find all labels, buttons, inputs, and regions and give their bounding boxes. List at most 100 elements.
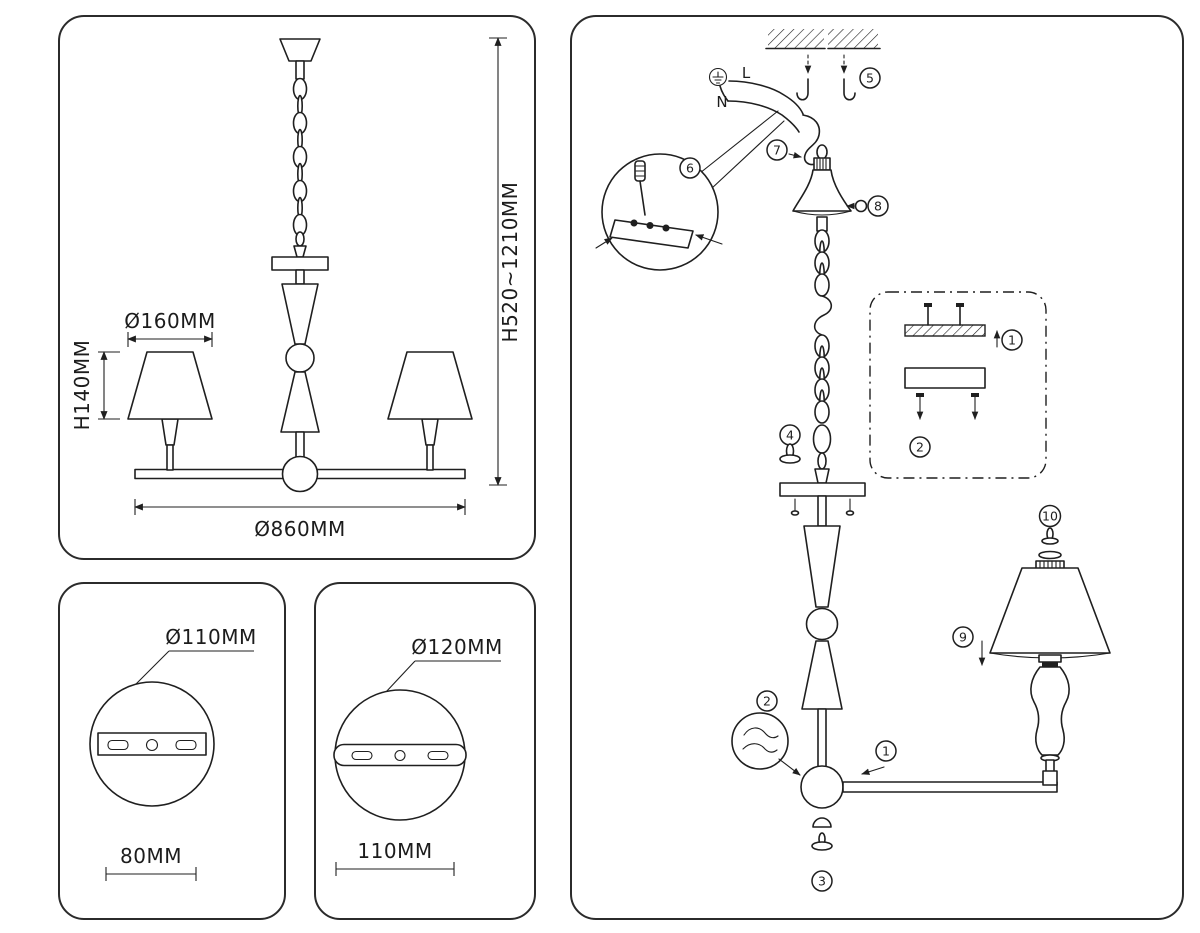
center-hole bbox=[145, 738, 159, 752]
arm-assembly: 1 bbox=[842, 740, 1058, 793]
step-number: 6 bbox=[686, 161, 694, 176]
step-badge-thumbscrew: 4 bbox=[779, 424, 801, 464]
dim-label: H520~1210MM bbox=[498, 182, 522, 343]
dim-label: Ø160MM bbox=[124, 309, 215, 333]
panel-dimensions: Ø160MM H140MM H520~1210MM Ø860MM bbox=[58, 15, 536, 560]
panel-assembly: L N 5 bbox=[570, 15, 1184, 920]
terminal-detail bbox=[595, 110, 785, 271]
step-badge-insert-arm: 1 bbox=[875, 740, 897, 762]
bracket-small-drawing: Ø110MM 80MM bbox=[89, 625, 256, 881]
candle-body bbox=[1030, 666, 1070, 756]
chandelier-drawing bbox=[127, 38, 473, 493]
mounting-bracket bbox=[333, 743, 467, 767]
ground-symbol bbox=[708, 67, 728, 87]
shade-assembly: 10 9 bbox=[952, 504, 1111, 786]
bracket-large-drawing: Ø120MM 110MM bbox=[333, 635, 502, 876]
wire-connect-detail: 2 bbox=[731, 690, 801, 776]
step-number: 2 bbox=[916, 440, 924, 455]
center-hole bbox=[394, 749, 406, 762]
screwdriver-shaft bbox=[639, 180, 646, 216]
fixture-body bbox=[779, 468, 866, 809]
dim-label: Ø860MM bbox=[254, 517, 345, 541]
dim-shade-height: H140MM bbox=[70, 340, 120, 431]
arm-elbow bbox=[1042, 770, 1058, 786]
wire-label-neutral: N bbox=[716, 93, 727, 111]
hub-sphere bbox=[281, 455, 319, 493]
upper-cone bbox=[803, 525, 841, 608]
finial-dome bbox=[812, 817, 832, 828]
step-badge-hang: 7 bbox=[766, 139, 802, 161]
step-number: 4 bbox=[786, 428, 794, 443]
arm-tube bbox=[842, 781, 1058, 793]
slot-left bbox=[107, 739, 129, 751]
canopy-screw bbox=[854, 199, 868, 213]
supply-wires bbox=[719, 80, 804, 133]
canopy bbox=[792, 157, 868, 232]
step-badge-place-shade: 9 bbox=[952, 626, 974, 648]
dim-label: Ø110MM bbox=[165, 625, 256, 649]
diameter-callout: Ø120MM bbox=[370, 635, 502, 709]
slot-right bbox=[427, 750, 449, 761]
chain bbox=[292, 77, 308, 247]
dim-label: Ø120MM bbox=[411, 635, 502, 659]
hub-sphere bbox=[800, 765, 844, 809]
hole-spacing-dim: 80MM bbox=[105, 844, 197, 881]
shade-thumbscrew bbox=[1041, 537, 1059, 545]
top-plate bbox=[271, 256, 329, 271]
step-number: 8 bbox=[874, 199, 882, 214]
dimension-drawing: Ø160MM H140MM H520~1210MM Ø860MM bbox=[70, 37, 522, 541]
lower-cone bbox=[801, 640, 843, 710]
step-badge-shade-finial: 10 bbox=[1038, 504, 1062, 528]
panel-bracket-small: Ø110MM 80MM bbox=[58, 582, 286, 920]
step-number: 5 bbox=[866, 71, 874, 86]
dim-label: 110MM bbox=[357, 839, 432, 863]
center-sphere bbox=[805, 607, 839, 641]
step-badge-hooks: 5 bbox=[859, 67, 881, 89]
left-shade bbox=[127, 351, 213, 420]
chain-end-ring bbox=[812, 424, 832, 454]
step-badge-canopy: 8 bbox=[867, 195, 889, 217]
right-shade bbox=[387, 351, 473, 420]
detail-circle bbox=[601, 153, 719, 271]
hanging-hook bbox=[802, 114, 828, 166]
step-number: 3 bbox=[818, 874, 826, 889]
finial-screw bbox=[811, 841, 833, 851]
ceiling-hooks bbox=[796, 54, 856, 101]
lampshade bbox=[989, 567, 1111, 654]
step-number: 9 bbox=[959, 630, 967, 645]
step-number: 10 bbox=[1042, 509, 1058, 524]
diameter-callout: Ø110MM bbox=[120, 625, 256, 700]
assembly-drawing: L N 5 bbox=[595, 29, 1111, 892]
wire-label-live: L bbox=[742, 64, 751, 82]
bottom-finial: 3 bbox=[811, 817, 833, 892]
step-badge-finial: 3 bbox=[811, 870, 833, 892]
dim-shade-diameter: Ø160MM bbox=[124, 309, 215, 347]
detail-circle bbox=[731, 712, 789, 770]
assembly-chain bbox=[812, 229, 833, 470]
dim-label: H140MM bbox=[70, 340, 94, 431]
step-number: 7 bbox=[773, 143, 781, 158]
dim-overall-width: Ø860MM bbox=[134, 499, 466, 541]
upper-cone bbox=[281, 283, 319, 345]
step-number: 1 bbox=[882, 744, 890, 759]
socket-ring bbox=[1038, 654, 1062, 663]
step-badge-bracket-screws: 2 bbox=[909, 436, 931, 458]
ceiling-cup bbox=[279, 38, 321, 62]
step-number: 2 bbox=[763, 694, 771, 709]
bracket-detail-box: 1 2 bbox=[869, 291, 1047, 479]
mounting-bar bbox=[904, 324, 986, 337]
step-badge-terminal: 6 bbox=[679, 157, 701, 179]
mounting-bracket bbox=[97, 732, 207, 756]
panel-bracket-large: Ø120MM 110MM bbox=[314, 582, 536, 920]
hole-spacing-dim: 110MM bbox=[335, 839, 455, 876]
lower-cone bbox=[280, 371, 320, 433]
dim-label: 80MM bbox=[120, 844, 182, 868]
step-number: 1 bbox=[1008, 333, 1016, 348]
fixture-plate bbox=[779, 482, 866, 497]
canopy-plate-side bbox=[904, 367, 986, 389]
shade-washer bbox=[1038, 550, 1062, 560]
center-sphere bbox=[285, 343, 315, 373]
slot-right bbox=[175, 739, 197, 751]
step-badge-bracket-up: 1 bbox=[1001, 329, 1023, 351]
